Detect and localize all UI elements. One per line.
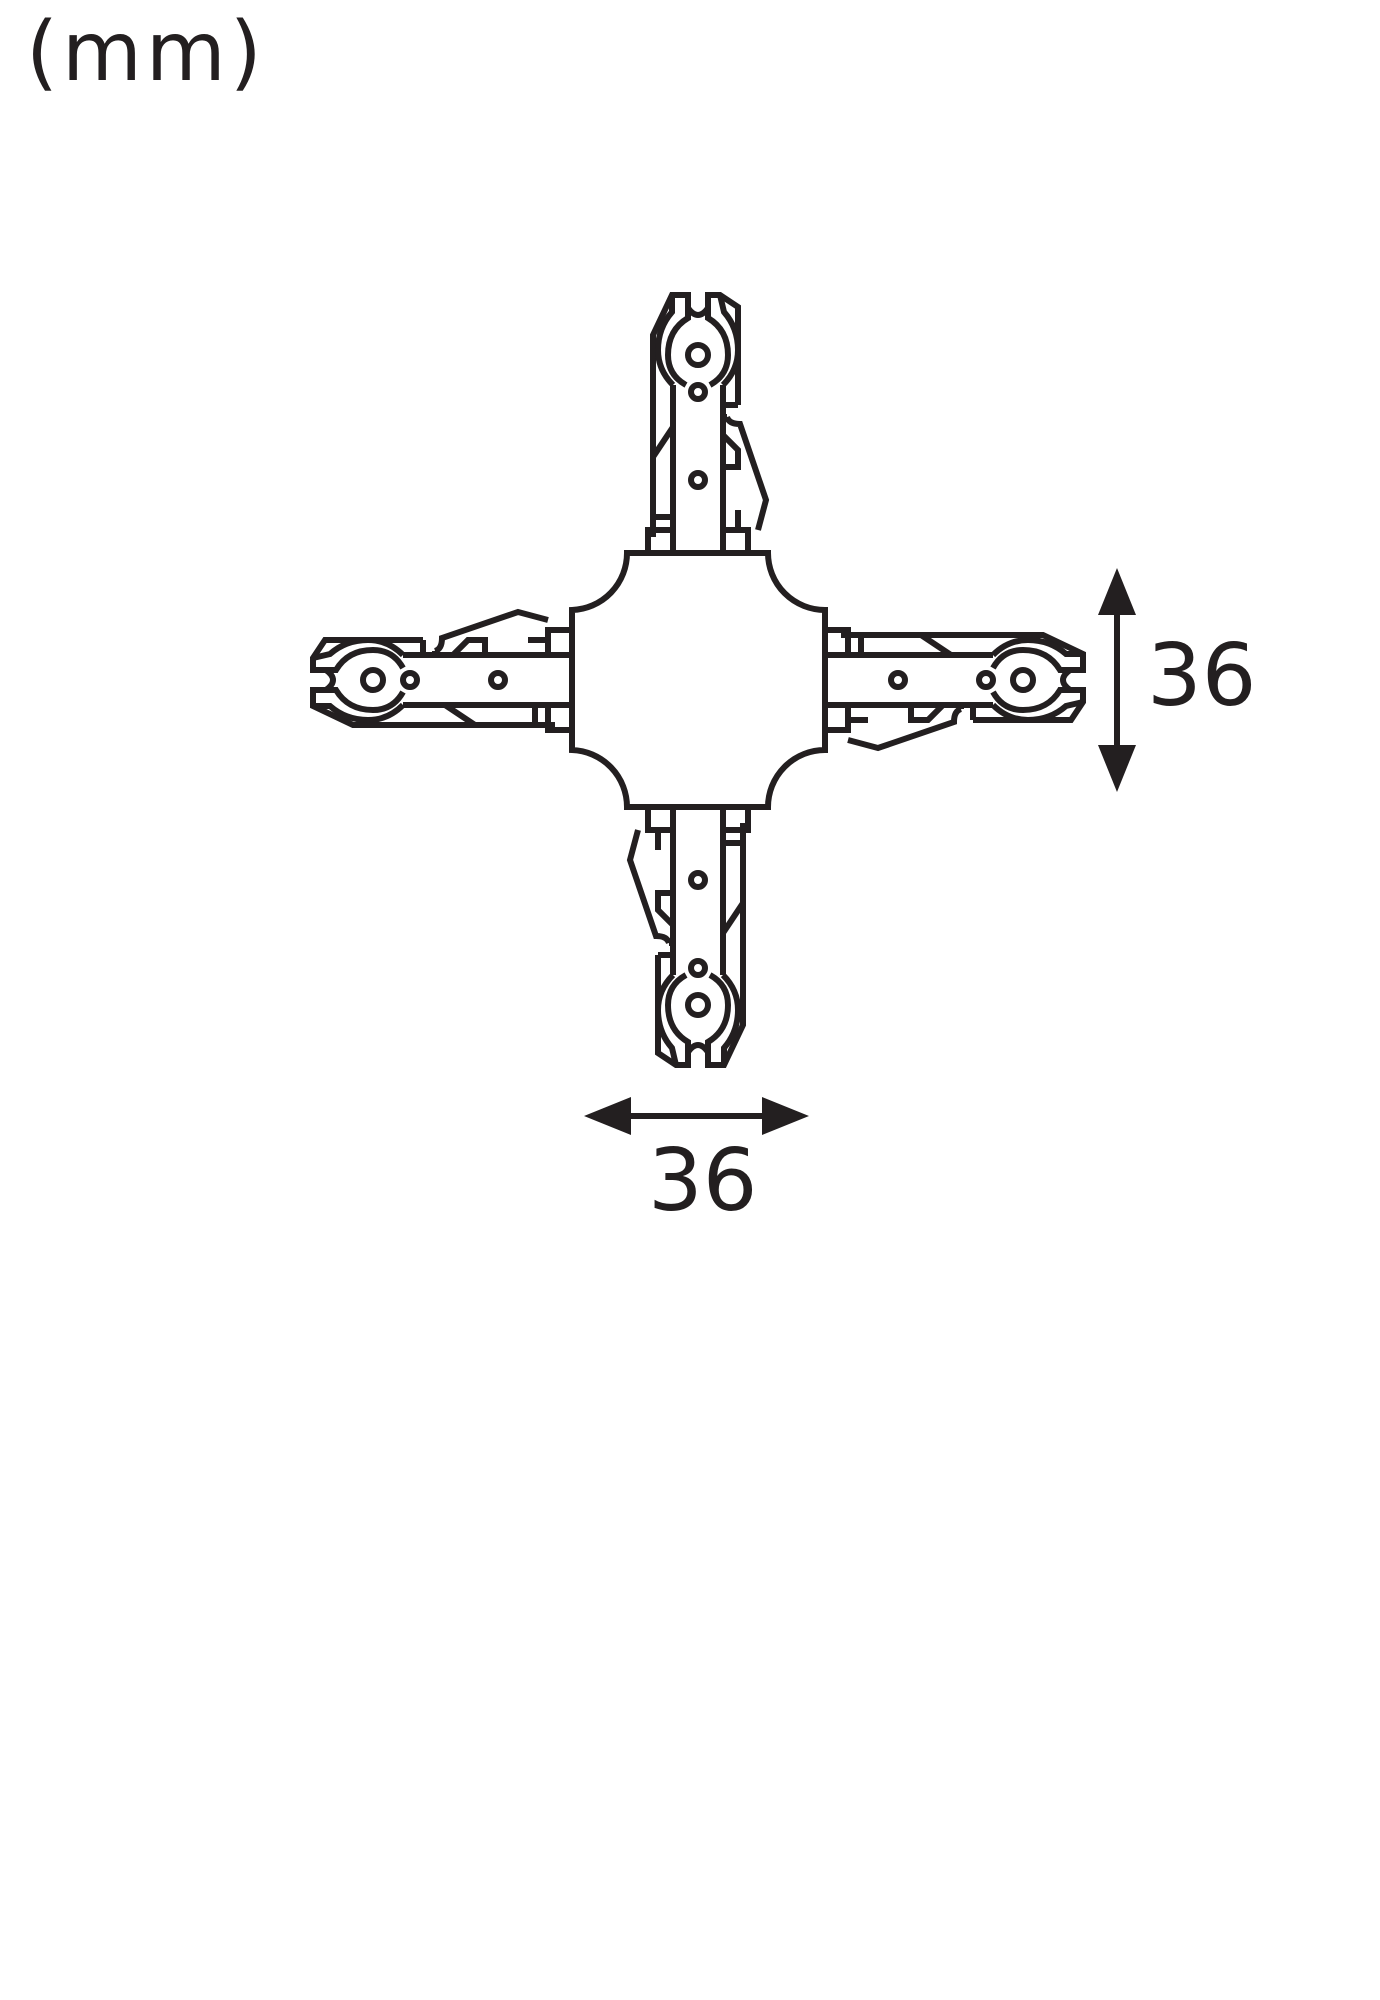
arm-right — [825, 630, 1083, 748]
connector-body — [569, 550, 828, 810]
unit-label: (mm) — [26, 5, 266, 100]
arm-top — [648, 295, 766, 553]
width-dimension-arrow — [584, 1097, 809, 1135]
arm-bottom — [630, 807, 748, 1065]
height-dimension-label: 36 — [1147, 626, 1256, 726]
arm-left — [313, 612, 571, 730]
width-dimension-label: 36 — [648, 1131, 757, 1231]
height-dimension-arrow — [1098, 568, 1136, 792]
